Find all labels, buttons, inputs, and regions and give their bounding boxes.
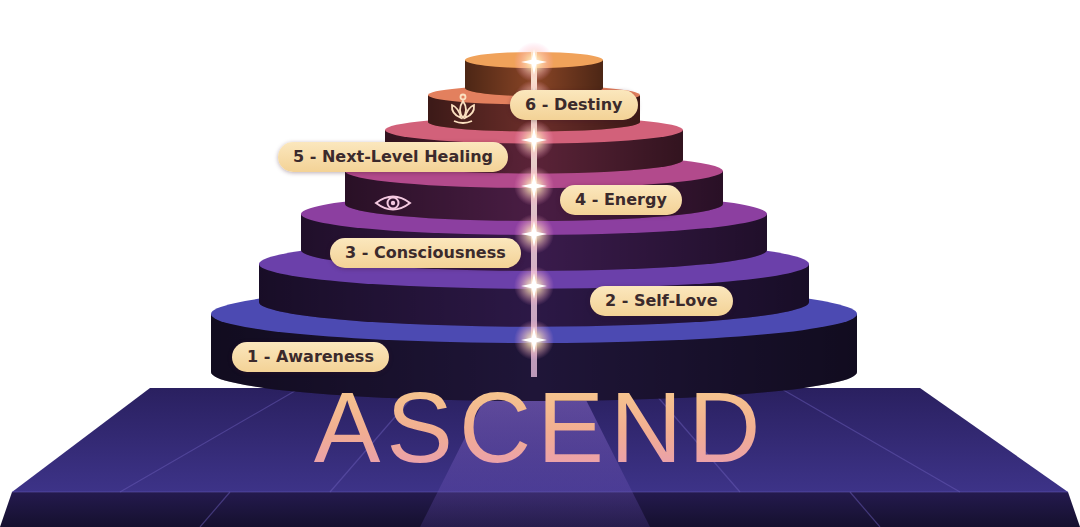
title-block: ASCEND xyxy=(0,372,1080,482)
step-text: 2 - Self-Love xyxy=(605,286,718,316)
sparkle xyxy=(521,173,547,199)
step-label: 6 - Destiny xyxy=(510,90,638,120)
title: ASCEND xyxy=(314,372,767,482)
glow xyxy=(514,320,554,360)
glow xyxy=(514,266,554,306)
eye-icon xyxy=(376,197,410,210)
glow xyxy=(514,42,554,82)
step-text: 4 - Energy xyxy=(575,185,667,215)
sparkle xyxy=(521,127,547,153)
step-label: 5 - Next-Level Healing xyxy=(278,142,508,172)
pyramid-tiers xyxy=(211,52,857,401)
step-label: 1 - Awareness xyxy=(232,342,389,372)
step-text: 5 - Next-Level Healing xyxy=(293,142,493,172)
lotus-icon xyxy=(452,95,474,124)
step-label: 3 - Consciousness xyxy=(330,238,521,268)
step-label: 4 - Energy xyxy=(560,185,682,215)
sparkle xyxy=(521,221,547,247)
glow xyxy=(514,166,554,206)
step-text: 6 - Destiny xyxy=(525,90,623,120)
step-text: 1 - Awareness xyxy=(247,342,374,372)
sparkle xyxy=(521,273,547,299)
step-label: 2 - Self-Love xyxy=(590,286,733,316)
sparkle xyxy=(521,327,547,353)
glow xyxy=(514,120,554,160)
sparkle xyxy=(521,49,547,75)
step-text: 3 - Consciousness xyxy=(345,238,506,268)
